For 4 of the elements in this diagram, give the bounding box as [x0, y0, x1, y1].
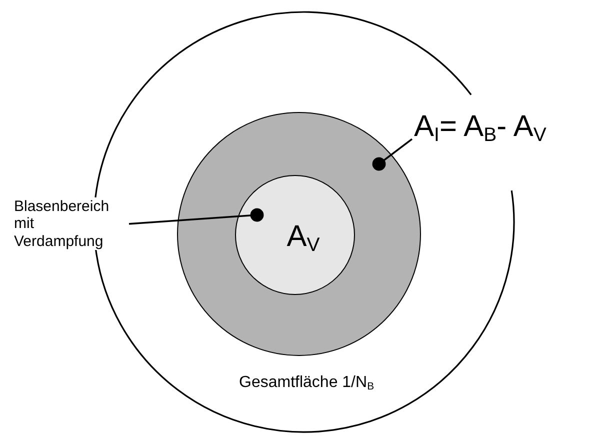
- leader-line: [372, 138, 413, 171]
- leader-line: [128, 208, 264, 225]
- area-label: Gesamtfläche 1/N$_{B}$: [239, 374, 374, 394]
- area-label: A$_{V}$: [286, 220, 320, 256]
